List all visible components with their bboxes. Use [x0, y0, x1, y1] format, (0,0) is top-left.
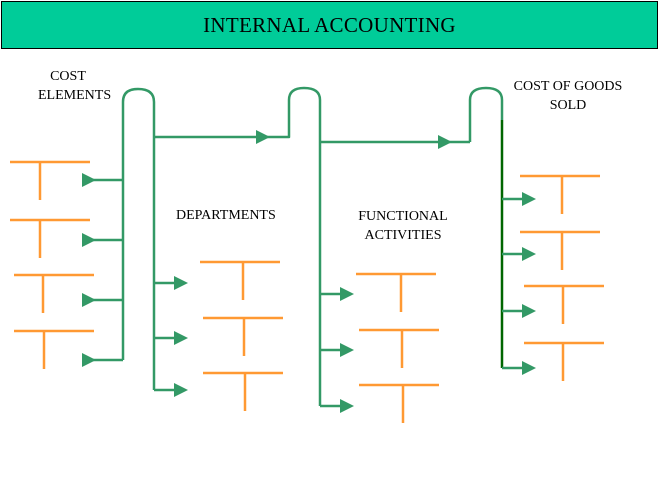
t-account [10, 160, 90, 200]
t-account [203, 316, 283, 356]
arrowhead [174, 383, 188, 397]
dept-branches [154, 281, 176, 392]
arrowhead [438, 135, 452, 149]
t-account [359, 383, 439, 423]
t-account [14, 273, 94, 313]
label-cost-elements: COST ELEMENTS [38, 67, 112, 105]
arrowhead [82, 293, 96, 307]
label-cogs-line1: COST OF GOODS [513, 79, 623, 94]
func-branches [320, 292, 342, 408]
t-account [524, 341, 604, 381]
t-account [520, 174, 600, 214]
arrowheads [82, 130, 536, 413]
label-functional-activities-line1: FUNCTIONAL [358, 209, 448, 224]
label-functional-activities: FUNCTIONAL ACTIVITIES [350, 207, 456, 245]
t-account [14, 329, 94, 369]
arrowhead [82, 233, 96, 247]
t-account [520, 230, 600, 270]
loop-3 [468, 86, 504, 142]
arrowhead [340, 287, 354, 301]
t-account [524, 284, 604, 324]
t-account [10, 218, 90, 258]
label-cogs-line2: SOLD [549, 98, 587, 113]
title-bar: INTERNAL ACCOUNTING [1, 1, 658, 49]
t-account [359, 328, 439, 368]
cogs-branches [502, 197, 524, 370]
t-account [203, 371, 283, 411]
t-account [356, 272, 436, 312]
t-accounts [10, 160, 604, 423]
arrowhead [82, 353, 96, 367]
label-functional-activities-line2: ACTIVITIES [364, 228, 442, 243]
arrowhead [340, 399, 354, 413]
arrowhead [174, 331, 188, 345]
flow-lines [82, 86, 524, 408]
loop-2 [258, 86, 322, 406]
arrowhead [340, 343, 354, 357]
cost-elements-collector [82, 178, 123, 362]
loop-1 [121, 87, 156, 390]
label-cost-elements-line2: ELEMENTS [38, 88, 112, 103]
arrowhead [522, 304, 536, 318]
page-title: INTERNAL ACCOUNTING [203, 12, 456, 37]
t-account [200, 260, 280, 300]
arrowhead [522, 192, 536, 206]
label-departments: DEPARTMENTS [176, 208, 276, 223]
arrowhead [522, 247, 536, 261]
arrowhead [256, 130, 270, 144]
label-cost-of-goods-sold: COST OF GOODS SOLD [505, 77, 631, 115]
arrowhead [174, 276, 188, 290]
arrowhead [82, 173, 96, 187]
arrowhead [522, 361, 536, 375]
label-cost-elements-line1: COST [50, 69, 86, 84]
